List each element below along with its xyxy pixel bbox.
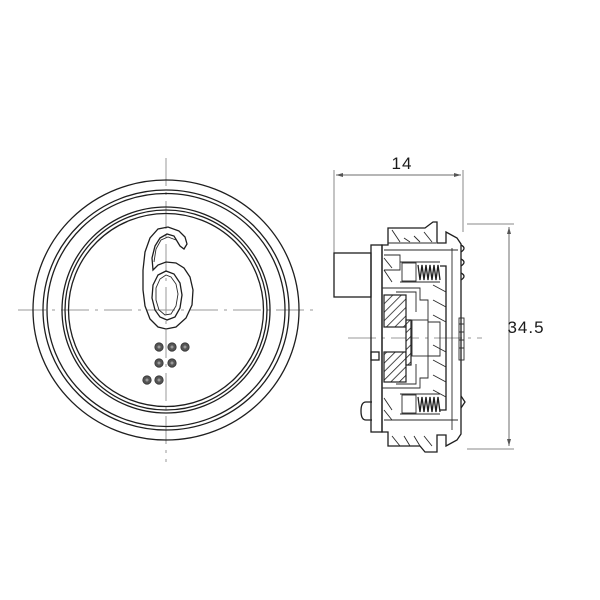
bottom-spring [383,393,458,447]
side-view: 14 34.5 [333,154,544,453]
depth-dimension-label: 14 [392,154,413,173]
floor-number-6-glyph [142,226,194,330]
lower-hatched-insert [383,351,407,383]
upper-hatched-insert [383,294,407,328]
connector-stem [333,252,372,298]
diameter-dimension: 34.5 [467,223,544,450]
bezel-rings [32,179,300,441]
depth-dimension: 14 [333,154,464,254]
top-spring [400,261,441,283]
front-face-bumps [458,244,466,409]
front-view [18,158,318,462]
bottom-pin [360,401,372,421]
diameter-dimension-label: 34.5 [507,318,544,337]
housing [381,221,462,453]
braille-dots [142,342,190,385]
